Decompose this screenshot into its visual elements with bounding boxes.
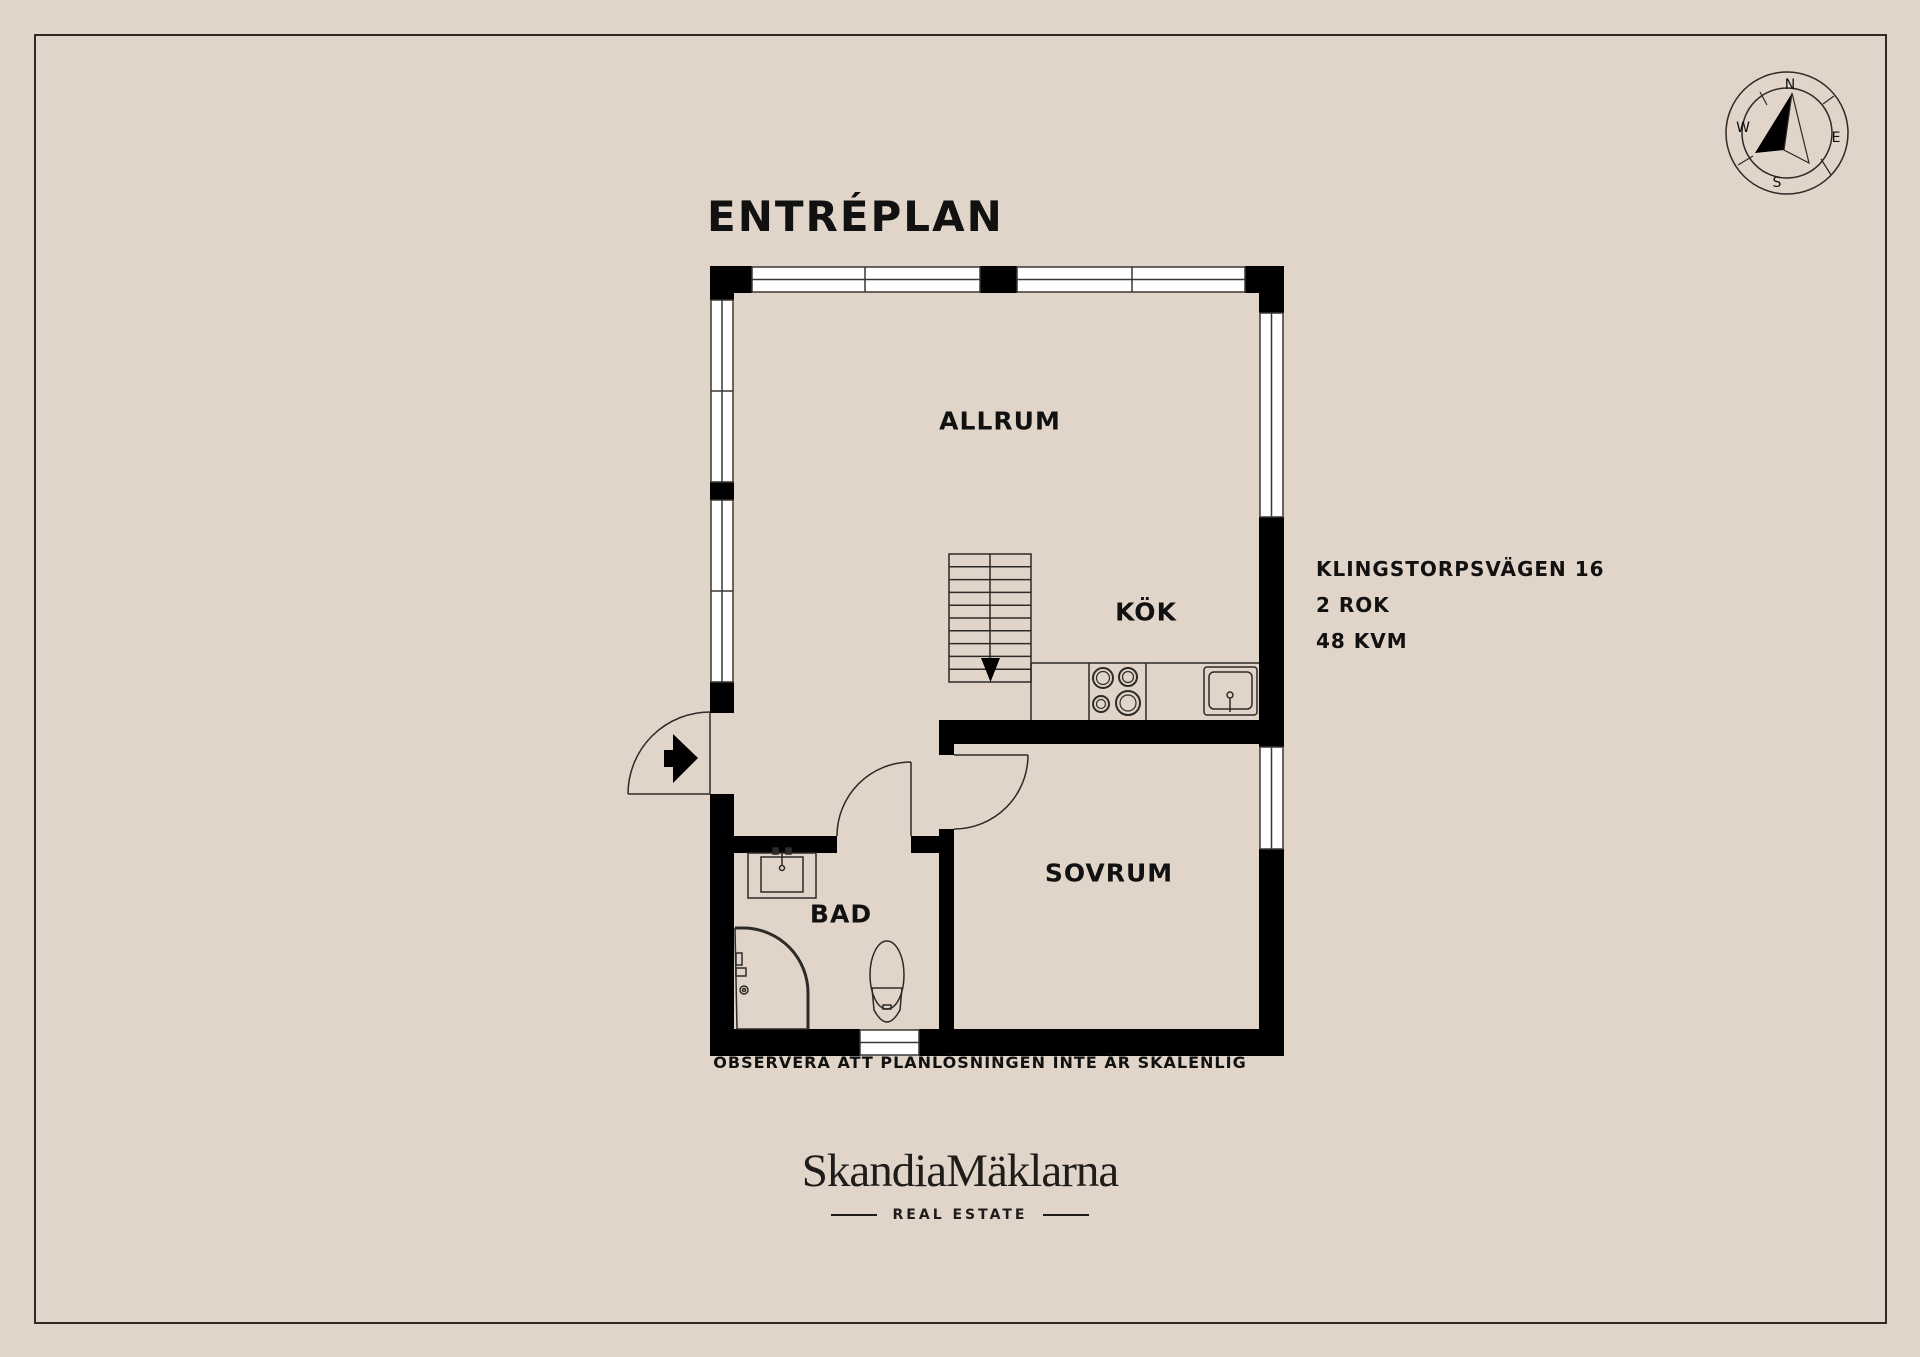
kitchen-sink-icon <box>1203 666 1258 716</box>
compass-east-label: E <box>1832 130 1841 146</box>
page-frame <box>34 34 1887 1324</box>
property-area: 48 KVM <box>1316 629 1408 653</box>
logo-tagline-row: REAL ESTATE <box>760 1207 1160 1223</box>
compass-west-label: W <box>1736 120 1750 136</box>
room-label-bad: BAD <box>809 899 873 929</box>
room-label-allrum: ALLRUM <box>939 406 1061 436</box>
property-address: KLINGSTORPSVÄGEN 16 <box>1316 557 1605 581</box>
compass-icon: N E S W <box>1725 71 1849 195</box>
floor-title: ENTRÉPLAN <box>707 192 1004 241</box>
shower-icon <box>734 926 810 1030</box>
doors <box>627 711 1029 837</box>
walls <box>710 266 1284 1056</box>
compass-south-label: S <box>1773 175 1782 191</box>
scale-disclaimer: OBSERVERA ATT PLANLÖSNINGEN INTE ÄR SKAL… <box>713 1053 1247 1072</box>
windows <box>710 266 1284 1056</box>
toilet-icon <box>869 940 905 1023</box>
property-rooms: 2 ROK <box>1316 593 1390 617</box>
property-info: KLINGSTORPSVÄGEN 16 2 ROK 48 KVM <box>1316 551 1605 659</box>
stairs-down-arrow-icon <box>981 658 1000 682</box>
tagline-rule-left <box>830 1214 877 1216</box>
logo-tagline: REAL ESTATE <box>892 1207 1028 1223</box>
brand-logo: SkandiaMäklarna REAL ESTATE <box>760 1145 1160 1224</box>
bath-sink-icon <box>747 847 817 899</box>
room-label-kok: KÖK <box>1115 597 1177 627</box>
stairs <box>948 553 1032 683</box>
compass-north-label: N <box>1785 77 1795 93</box>
entrance-arrow-icon <box>664 734 698 783</box>
kitchen-counter <box>1030 662 1259 720</box>
stove-icon <box>1092 667 1141 716</box>
room-label-sovrum: SOVRUM <box>1044 858 1174 888</box>
logo-name: SkandiaMäklarna <box>801 1145 1120 1197</box>
tagline-rule-right <box>1043 1214 1090 1216</box>
